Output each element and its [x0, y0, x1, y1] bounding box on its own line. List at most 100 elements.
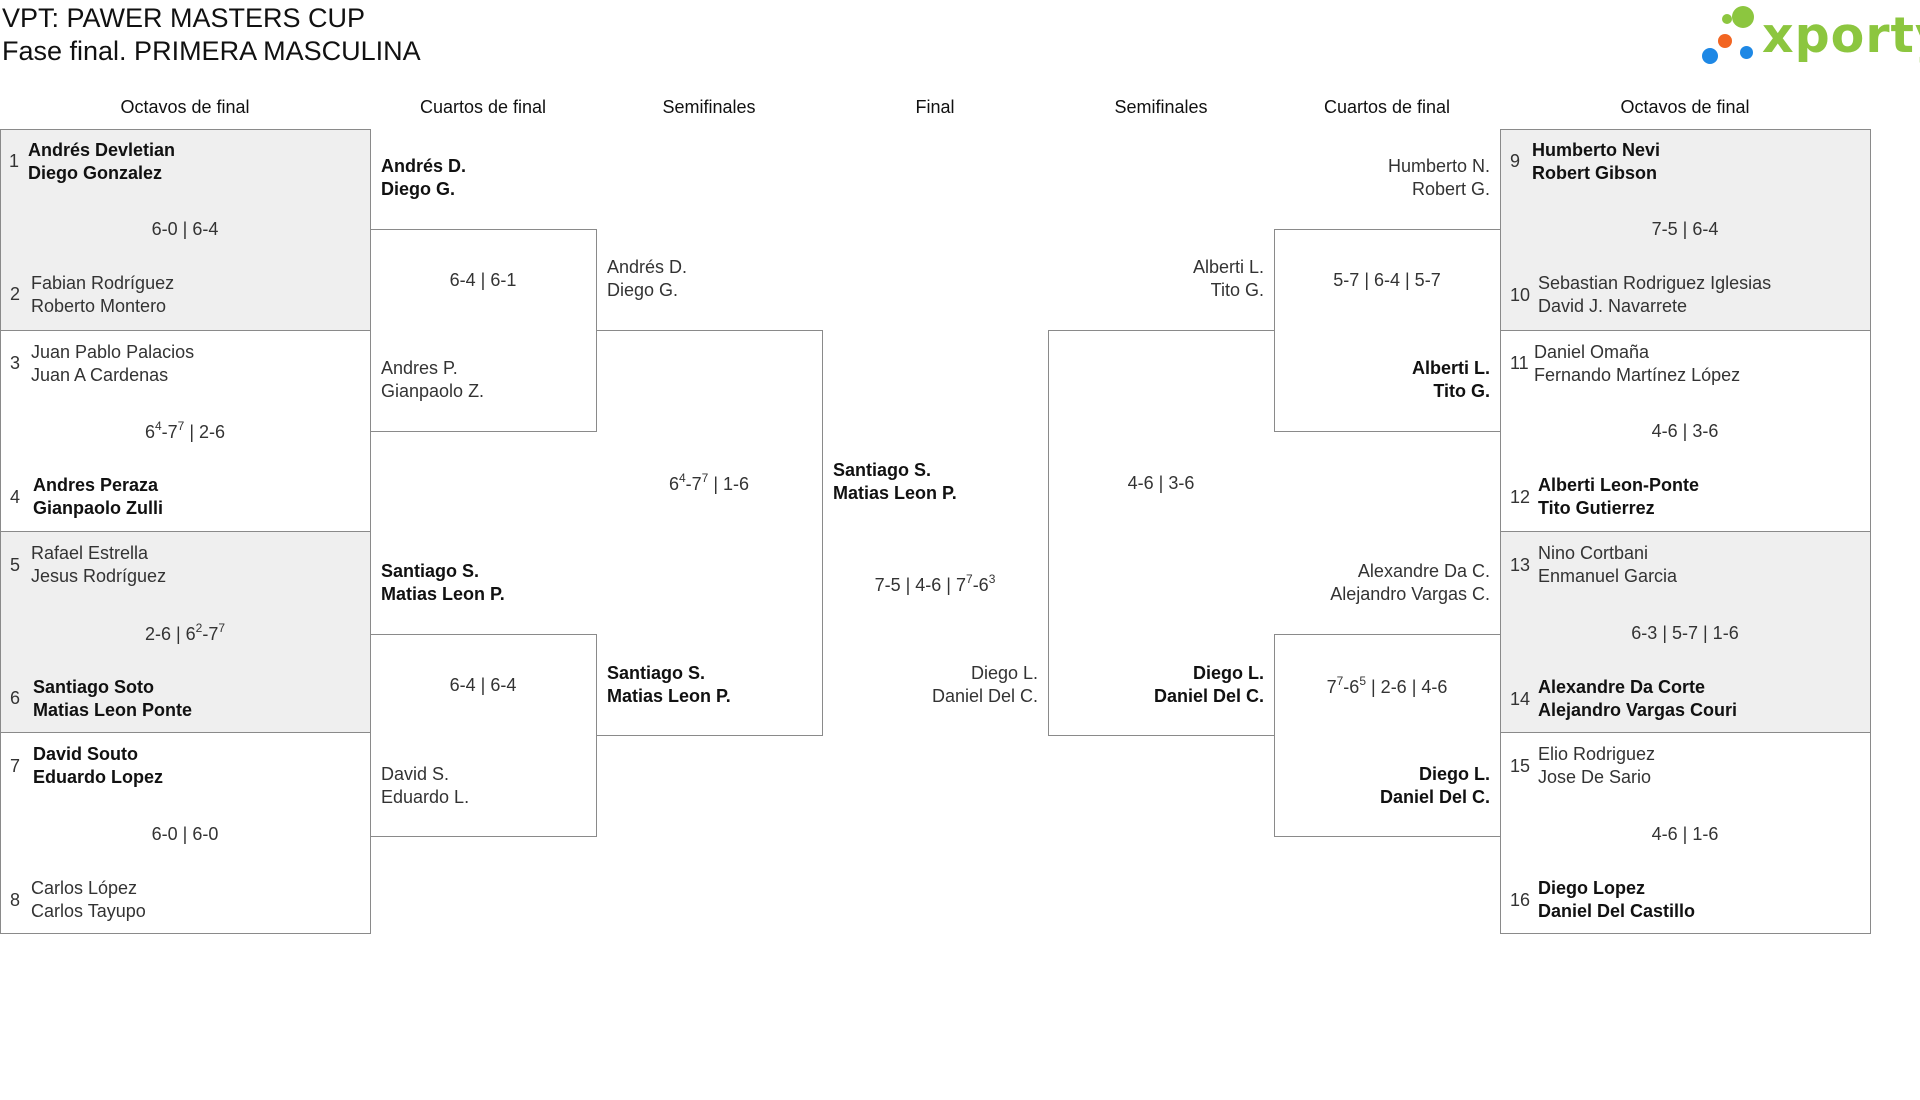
team-entry: Alexandre Da Corte Alejandro Vargas Cour… — [1538, 676, 1737, 722]
player-name: Diego Lopez — [1538, 878, 1645, 898]
player-name: Jesus Rodríguez — [31, 566, 167, 586]
player-name: Daniel Omaña — [1534, 342, 1650, 362]
seed-number: 6 — [10, 688, 21, 708]
player-name: Tito G. — [1210, 280, 1264, 300]
player-name: David S. — [381, 764, 450, 784]
match-score: 77-65 | 2-6 | 4-6 — [1326, 674, 1448, 697]
player-name: Rafael Estrella — [31, 543, 149, 563]
team-entry: Andres P. Gianpaolo Z. — [381, 357, 484, 403]
player-name: Fernando Martínez López — [1534, 365, 1741, 385]
player-name: Diego G. — [381, 179, 456, 199]
match-box-r-r16-4 — [1500, 732, 1871, 934]
team-entry: Sebastian Rodriguez Iglesias David J. Na… — [1538, 272, 1771, 318]
team-entry: Santiago S. Matias Leon P. — [381, 560, 505, 606]
col-header-left-sf: Semifinales — [662, 97, 756, 117]
player-name: Tito G. — [1433, 381, 1490, 401]
logo-dot-blue-icon — [1702, 48, 1718, 64]
logo-dot-blue-small-icon — [1740, 46, 1753, 59]
player-name: Andres Peraza — [33, 475, 159, 495]
player-name: Andrés Devletian — [28, 140, 176, 160]
player-name: Fabian Rodríguez — [31, 273, 175, 293]
team-entry: Fabian Rodríguez Roberto Montero — [31, 272, 174, 318]
player-name: Santiago S. — [381, 561, 480, 581]
match-box-r-qf-1 — [1274, 229, 1501, 432]
xporty-logo: xporty — [1698, 4, 1920, 70]
seed-number: 16 — [1510, 890, 1531, 910]
player-name: Carlos Tayupo — [31, 901, 146, 921]
team-entry: Santiago S. Matias Leon P. — [607, 662, 731, 708]
player-name: Robert G. — [1411, 179, 1490, 199]
player-name: Alberti L. — [1192, 257, 1264, 277]
logo-dot-green-small-icon — [1722, 14, 1732, 24]
team-entry: Humberto Nevi Robert Gibson — [1532, 139, 1660, 185]
logo-dot-green-icon — [1732, 6, 1754, 28]
match-box-l-r16-3 — [0, 531, 371, 733]
team-entry: Elio Rodriguez Jose De Sario — [1538, 743, 1655, 789]
player-name: Nino Cortbani — [1538, 543, 1649, 563]
team-entry: Andrés D. Diego G. — [381, 155, 466, 201]
team-entry: Alexandre Da C. Alejandro Vargas C. — [1330, 560, 1490, 606]
match-score: 5-7 | 6-4 | 5-7 — [1333, 270, 1441, 290]
player-name: Alberti Leon-Ponte — [1538, 475, 1699, 495]
match-box-l-r16-1 — [0, 129, 371, 331]
team-entry: Diego L. Daniel Del C. — [932, 662, 1038, 708]
match-score: 6-0 | 6-0 — [151, 824, 219, 844]
team-entry: David Souto Eduardo Lopez — [33, 743, 163, 789]
match-score: 6-4 | 6-1 — [449, 270, 517, 290]
seed-number: 15 — [1510, 756, 1531, 776]
player-name: Gianpaolo Z. — [381, 381, 485, 401]
player-name: David J. Navarrete — [1538, 296, 1688, 316]
player-name: Matias Leon P. — [833, 483, 957, 503]
col-header-left-qf: Cuartos de final — [419, 97, 547, 117]
player-name: Alexandre Da Corte — [1538, 677, 1706, 697]
match-box-l-r16-4 — [0, 732, 371, 934]
player-name: Alexandre Da C. — [1357, 561, 1490, 581]
match-box-l-sf — [596, 330, 823, 736]
match-box-r-r16-3 — [1500, 531, 1871, 733]
match-box-r-r16-1 — [1500, 129, 1871, 331]
player-name: Juan Pablo Palacios — [31, 342, 195, 362]
player-name: Alberti L. — [1411, 358, 1490, 378]
player-name: Santiago Soto — [33, 677, 154, 697]
player-name: Daniel Del C. — [1153, 686, 1264, 706]
player-name: Andres P. — [381, 358, 458, 378]
page-title: VPT: PAWER MASTERS CUP — [2, 3, 366, 33]
team-entry: Nino Cortbani Enmanuel Garcia — [1538, 542, 1677, 588]
player-name: Gianpaolo Zulli — [33, 498, 163, 518]
player-name: Diego Gonzalez — [28, 163, 163, 183]
player-name: Eduardo L. — [381, 787, 470, 807]
match-score: 4-6 | 1-6 — [1651, 824, 1719, 844]
player-name: Diego L. — [970, 663, 1038, 683]
match-box-r-qf-2 — [1274, 634, 1501, 837]
team-entry: Andrés D. Diego G. — [607, 256, 687, 302]
team-entry: Diego L. Daniel Del C. — [1154, 662, 1264, 708]
champion-entry: Santiago S. Matias Leon P. — [833, 459, 957, 505]
team-entry: Juan Pablo Palacios Juan A Cardenas — [31, 341, 194, 387]
player-name: Matias Leon Ponte — [33, 700, 193, 720]
logo-text: xporty — [1762, 7, 1920, 64]
player-name: Daniel Del C. — [931, 686, 1038, 706]
seed-number: 10 — [1510, 285, 1531, 305]
match-score: 6-3 | 5-7 | 1-6 — [1631, 623, 1739, 643]
player-name: Tito Gutierrez — [1538, 498, 1655, 518]
player-name: Andrés D. — [607, 257, 688, 277]
player-name: Robert Gibson — [1532, 163, 1657, 183]
player-name: Elio Rodriguez — [1538, 744, 1656, 764]
match-box-r-sf — [1048, 330, 1275, 736]
player-name: Roberto Montero — [31, 296, 167, 316]
team-entry: Carlos López Carlos Tayupo — [31, 877, 146, 923]
match-score: 64-77 | 2-6 — [144, 419, 226, 442]
col-header-right-r16: Octavos de final — [1620, 97, 1750, 117]
team-entry: Andrés Devletian Diego Gonzalez — [28, 139, 175, 185]
team-entry: Andres Peraza Gianpaolo Zulli — [33, 474, 163, 520]
logo-dot-orange-icon — [1718, 34, 1732, 48]
player-name: Jose De Sario — [1538, 767, 1652, 787]
seed-number: 1 — [9, 151, 20, 171]
player-name: Diego L. — [1193, 663, 1264, 683]
seed-number: 8 — [10, 890, 21, 910]
player-name: Diego L. — [1419, 764, 1490, 784]
player-name: Matias Leon P. — [607, 686, 731, 706]
seed-number: 4 — [10, 487, 21, 507]
team-entry: Rafael Estrella Jesus Rodríguez — [31, 542, 166, 588]
match-score: 6-4 | 6-4 — [449, 675, 517, 695]
